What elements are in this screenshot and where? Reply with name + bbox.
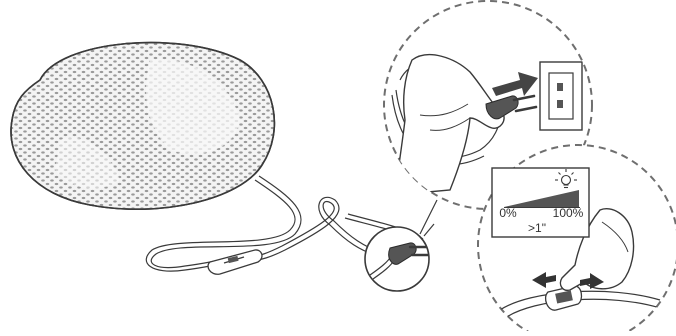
arrow-right-icon	[492, 72, 538, 96]
hold-duration-label: >1"	[528, 221, 546, 235]
lightbulb-icon	[555, 169, 577, 189]
leader-line	[419, 199, 438, 235]
min-brightness-label: 0%	[499, 206, 517, 220]
brightness-ramp	[504, 190, 579, 207]
plug-illustration	[485, 94, 538, 120]
plug-detail-circle	[364, 223, 435, 292]
finger-illustration	[559, 208, 635, 292]
inline-switch	[207, 249, 263, 275]
max-brightness-label: 100%	[553, 206, 584, 220]
hand-illustration	[394, 53, 505, 196]
dimmer-info-panel: 0% 100% >1"	[491, 167, 590, 238]
wall-socket	[539, 61, 583, 131]
double-arrow-icon	[532, 272, 604, 289]
lamp-shade	[10, 41, 276, 211]
